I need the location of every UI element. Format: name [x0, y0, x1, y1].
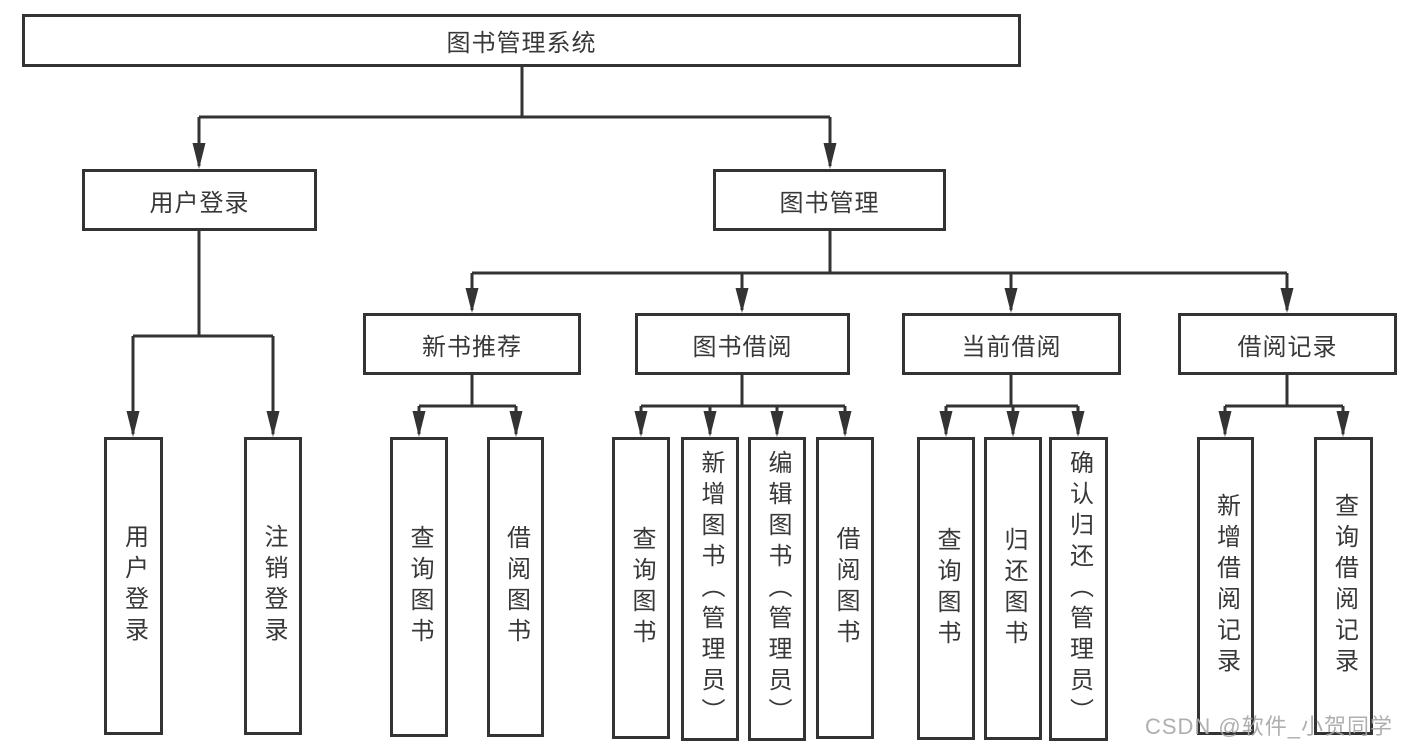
leaf-edit-book-admin: 编辑图书（管理员） — [748, 437, 806, 741]
leaf-borrow-borrow-book: 借阅图书 — [816, 437, 874, 739]
leaf-logout: 注销登录 — [244, 437, 302, 735]
leaf-borrow-query-book: 查询图书 — [612, 437, 670, 739]
leaf-recommend-borrow-book: 借阅图书 — [487, 437, 544, 737]
node-library-system: 图书管理系统 — [22, 14, 1021, 67]
connector-new-book-recommend-subtree — [412, 375, 523, 437]
leaf-recommend-query-book: 查询图书 — [390, 437, 448, 737]
node-book-borrow: 图书借阅 — [635, 313, 850, 375]
leaf-current-query-book: 查询图书 — [917, 437, 975, 740]
node-new-book-recommend: 新书推荐 — [363, 313, 581, 375]
leaf-return-book: 归还图书 — [984, 437, 1042, 740]
leaf-user-login: 用户登录 — [104, 437, 163, 735]
leaf-add-book-admin: 新增图书（管理员） — [681, 437, 739, 741]
leaf-add-borrow-record: 新增借阅记录 — [1197, 437, 1254, 735]
connector-current-borrow-subtree — [939, 375, 1085, 437]
watermark: CSDN @软件_小贺同学 — [1144, 714, 1393, 739]
connector-borrow-record-subtree — [1218, 375, 1350, 437]
node-user-login: 用户登录 — [82, 169, 317, 231]
node-current-borrow: 当前借阅 — [902, 313, 1121, 375]
connector-book-management-to-level3 — [465, 231, 1294, 313]
connector-root-to-level2 — [192, 66, 837, 169]
connector-book-borrow-subtree — [634, 375, 852, 437]
connector-user-login-subtree — [126, 231, 280, 437]
leaf-query-borrow-record: 查询借阅记录 — [1314, 437, 1373, 735]
leaf-confirm-return-admin: 确认归还（管理员） — [1049, 437, 1108, 741]
node-borrow-record: 借阅记录 — [1178, 313, 1397, 375]
node-book-management: 图书管理 — [713, 169, 946, 231]
